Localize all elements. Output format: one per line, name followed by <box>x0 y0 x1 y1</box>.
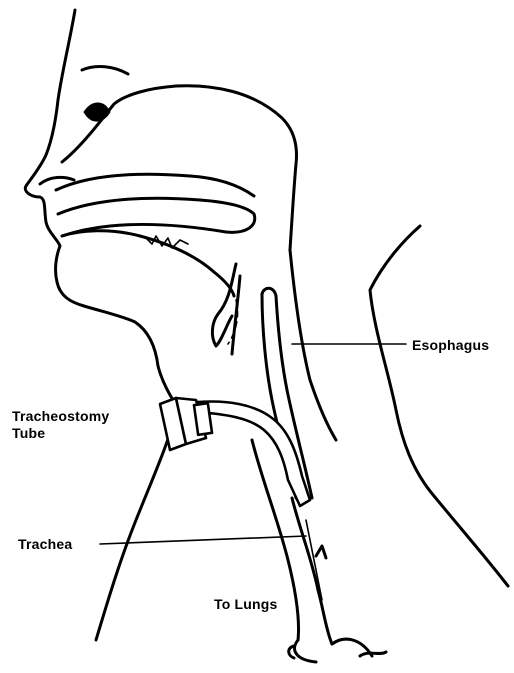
pharynx-back-wall <box>290 250 336 440</box>
arrow-icon <box>316 546 326 558</box>
tracheostomy-tube <box>160 398 310 506</box>
nostril <box>40 177 74 184</box>
tracheostomy-label-line1: Tracheostomy <box>12 408 109 425</box>
throat-front <box>232 276 240 354</box>
airflow-line <box>306 520 322 600</box>
neck-back-outline <box>370 226 508 586</box>
esophagus-label: Esophagus <box>412 337 489 354</box>
palate-upper <box>56 174 254 196</box>
to-lungs-label: To Lungs <box>214 596 278 613</box>
tracheostomy-label-line2: Tube <box>12 425 45 442</box>
bronchus-left-branch <box>289 646 294 658</box>
trachea-label: Trachea <box>18 536 72 553</box>
eyebrow <box>82 67 128 74</box>
bronchus-left <box>295 640 316 662</box>
face-profile-outline <box>25 10 178 408</box>
tube-connector <box>194 403 212 435</box>
epiglottis <box>212 264 236 346</box>
neck-front-lower <box>96 408 178 640</box>
